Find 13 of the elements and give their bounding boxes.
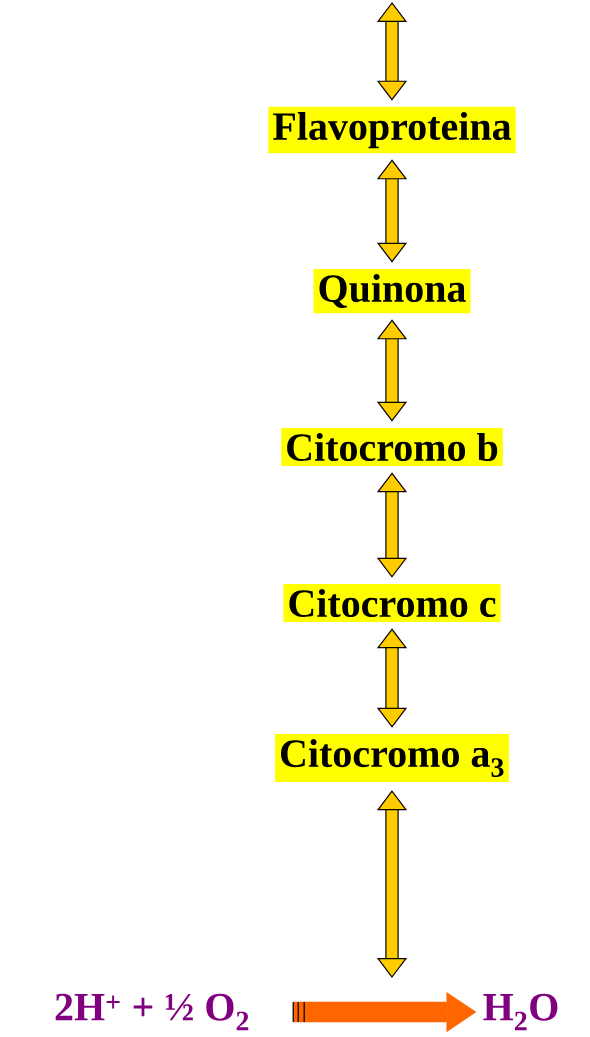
double-arrow	[376, 319, 408, 422]
formula-text: H$_{2}$O	[483, 993, 558, 1031]
label-box: Flavoproteina	[268, 106, 516, 154]
double-arrow	[376, 2, 408, 101]
label-box: Citocromo b	[281, 427, 503, 467]
double-arrow	[376, 472, 408, 578]
label-box: Quinona	[313, 268, 471, 314]
formula-text: 2H$^{+}$ + ½ O$_{2}$	[55, 993, 249, 1031]
double-arrow	[376, 628, 408, 728]
label-box: Citocromo c	[283, 583, 501, 623]
double-arrow	[376, 790, 408, 978]
double-arrow	[376, 159, 408, 263]
label-box: Citocromo a$_{3}$	[275, 734, 509, 782]
